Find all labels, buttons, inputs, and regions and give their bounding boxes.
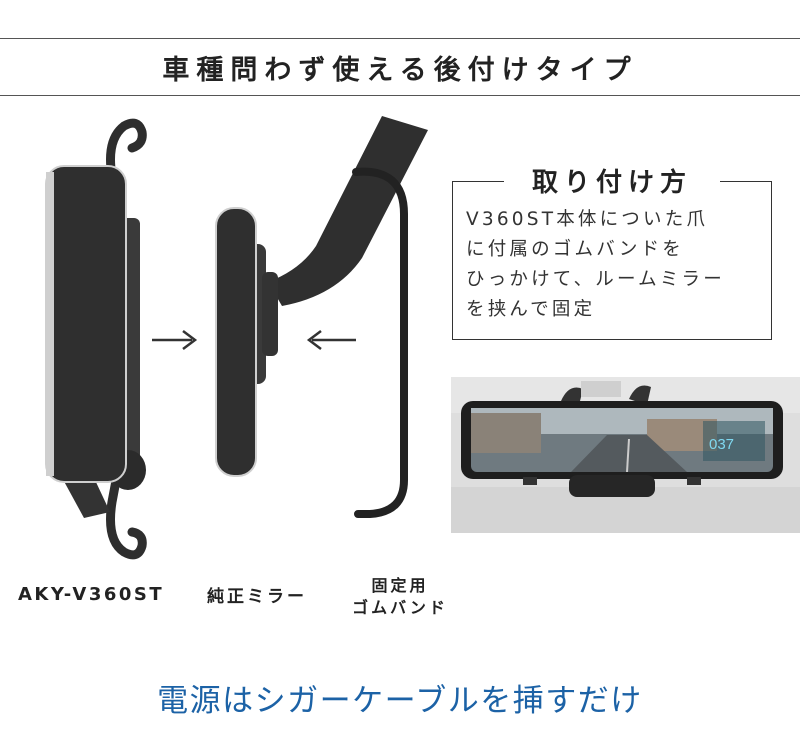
photo-scene-building-left [471,413,541,453]
stock-mirror [215,207,257,477]
photo-bottom-mount [569,475,655,497]
photo-clip-bottom-right [687,477,701,485]
label-stock-mirror: 純正ミラー [207,587,307,607]
install-line: を挟んで固定 [466,299,596,320]
photo-top-clip-left [561,387,583,405]
device-body [45,165,127,483]
installed-mirror-photo: 037 [451,377,800,533]
device-bottom-hook-tip [126,538,136,548]
photo-top-clip-right [629,385,651,405]
mirror-arm [268,116,428,306]
label-band-line1: 固定用 [371,576,429,595]
photo-hud-panel [703,421,765,461]
device-screen-edge [46,172,54,476]
label-rubber-band: 固定用 ゴムバンド [340,575,460,619]
label-band-line2: ゴムバンド [352,598,448,617]
photo-clip-bottom-left [523,477,537,485]
arrow-right-icon [152,330,198,350]
install-info-box [452,181,772,340]
header-band: 車種問わず使える後付けタイプ [0,38,800,96]
header-title: 車種問わず使える後付けタイプ [162,54,638,86]
rubber-band [352,167,408,518]
footer-text: 電源はシガーケーブルを挿すだけ [157,683,643,719]
device-top-hook [106,118,147,215]
label-model: AKY-V360ST [18,584,165,605]
photo-speed: 037 [709,436,734,453]
installation-illustration [45,116,428,560]
install-line: ひっかけて、ルームミラー [466,269,725,290]
mirror-mount-inner [262,272,278,356]
install-line: V360ST本体についた爪 [466,209,709,230]
install-line: に付属のゴムバンドを [466,239,684,260]
device-bottom-hook [106,465,147,560]
install-description: V360ST本体についた爪 に付属のゴムバンドを ひっかけて、ルームミラー を挟… [466,205,766,325]
photo-scene-lane [626,438,630,473]
arrow-left-icon [306,330,356,350]
install-title: 取り付け方 [504,166,720,200]
device-lower-bracket [60,474,110,518]
device-top-hook-tip [126,130,136,140]
photo-windshield-sticker [581,381,621,397]
